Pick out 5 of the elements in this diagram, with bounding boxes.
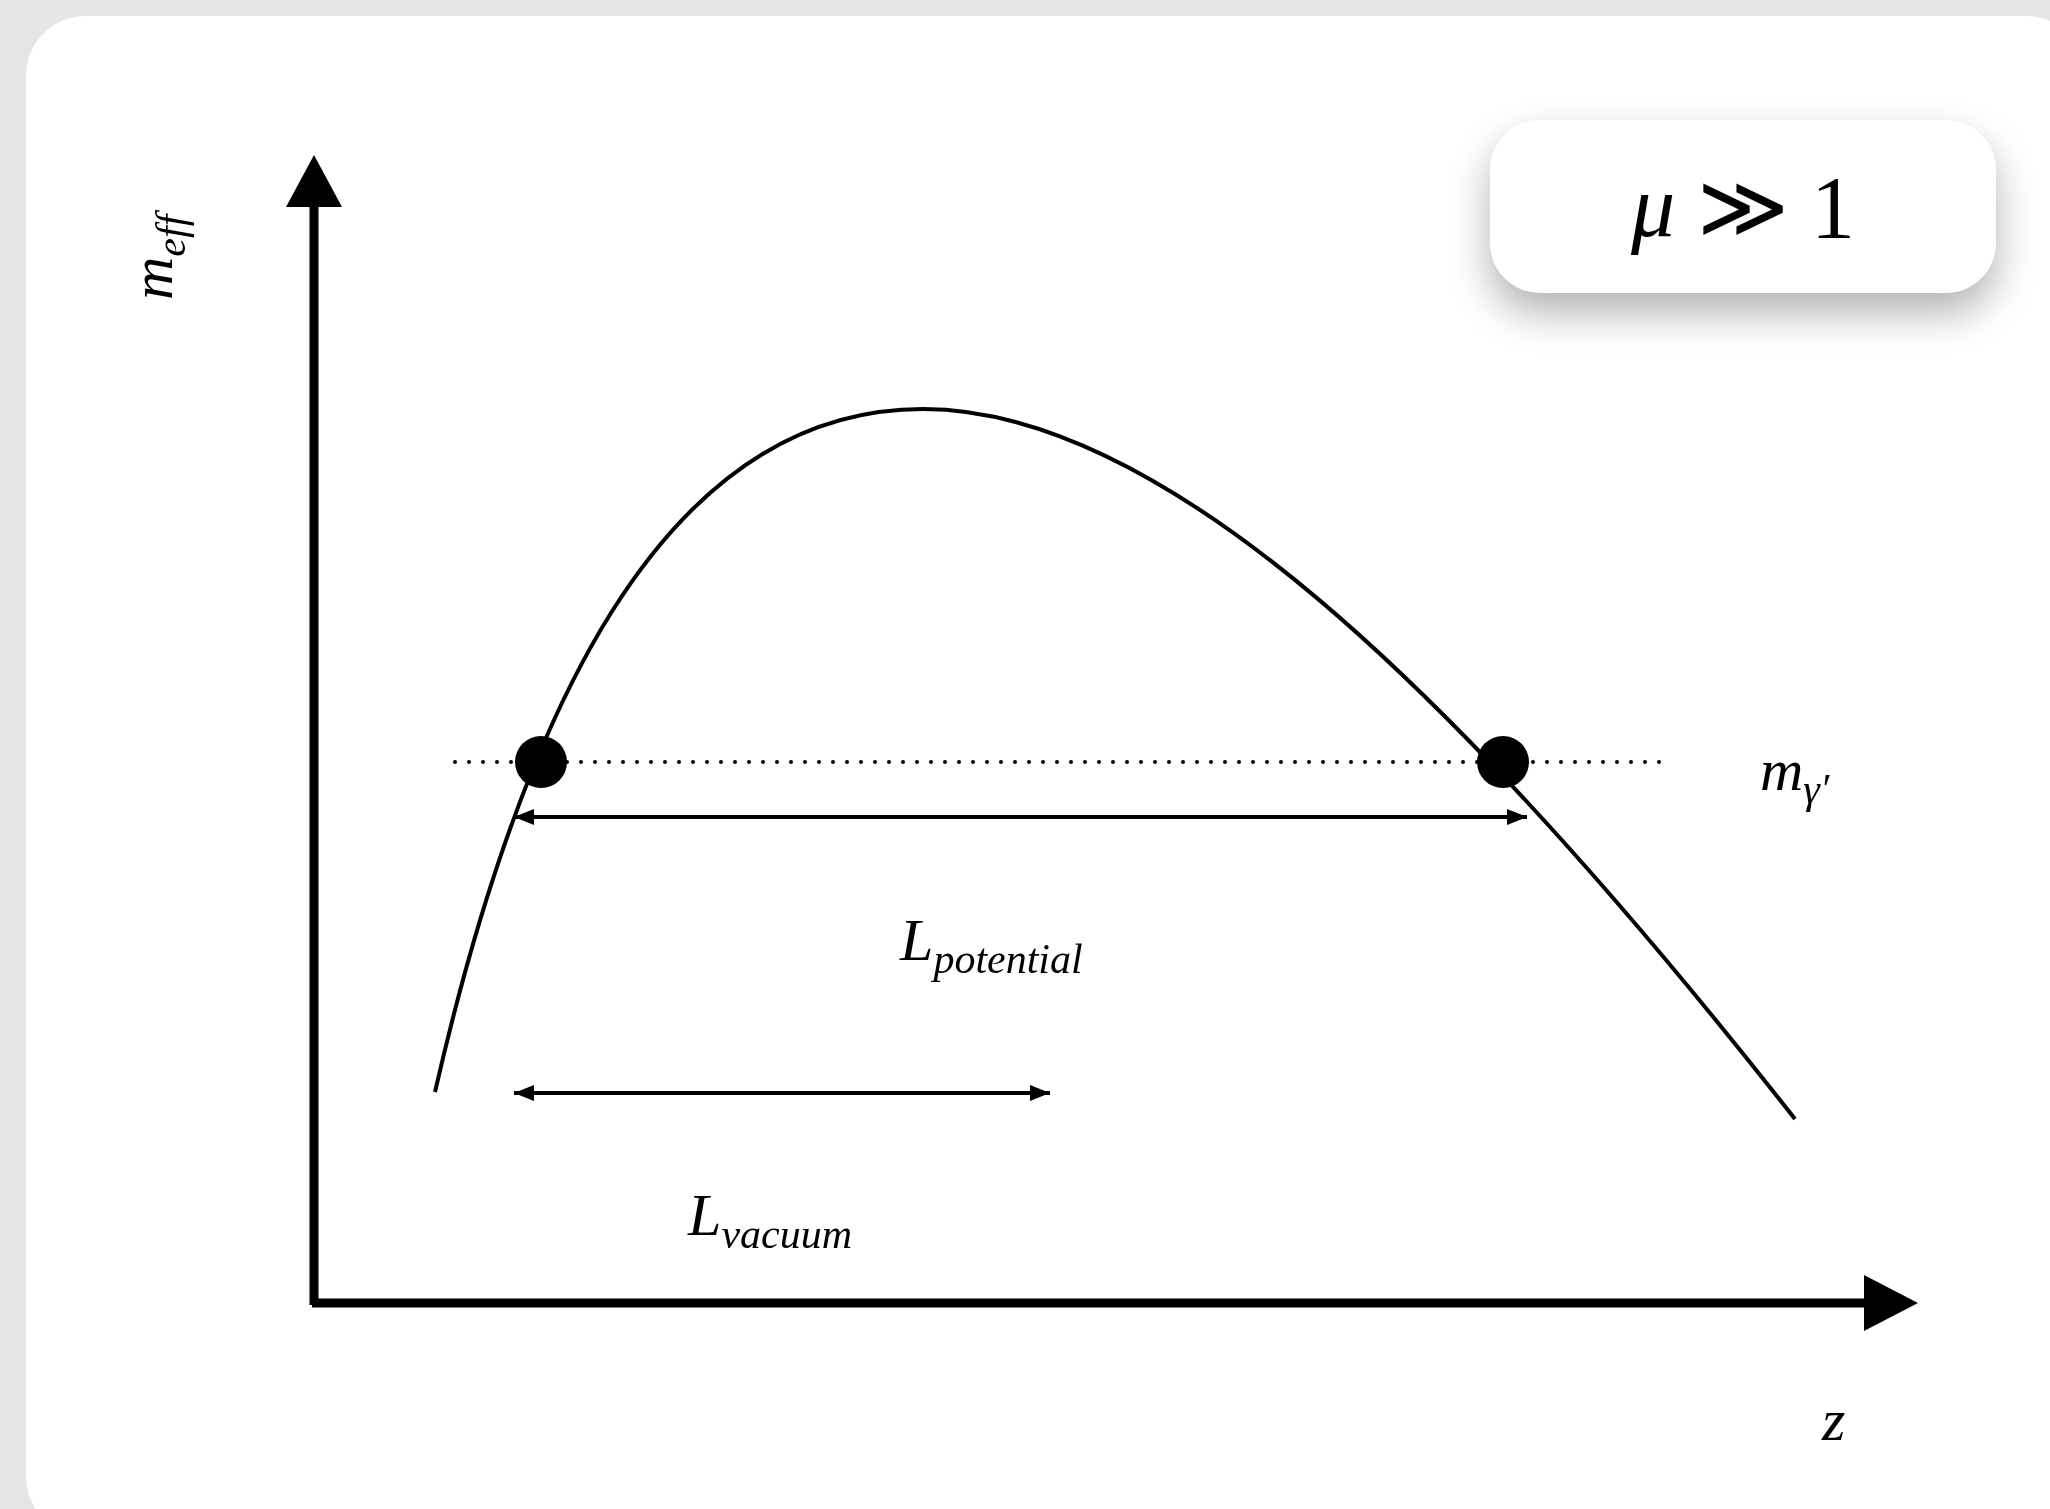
- axis-label: z: [1822, 1390, 1846, 1450]
- length-label: L$_{vacuum}$: [688, 1185, 852, 1255]
- condition-box: μ ≫ 1: [1490, 120, 1996, 293]
- mass-label: m$_{γ′}$: [1760, 740, 1830, 810]
- length-label: L$_{potential}$: [900, 910, 1083, 980]
